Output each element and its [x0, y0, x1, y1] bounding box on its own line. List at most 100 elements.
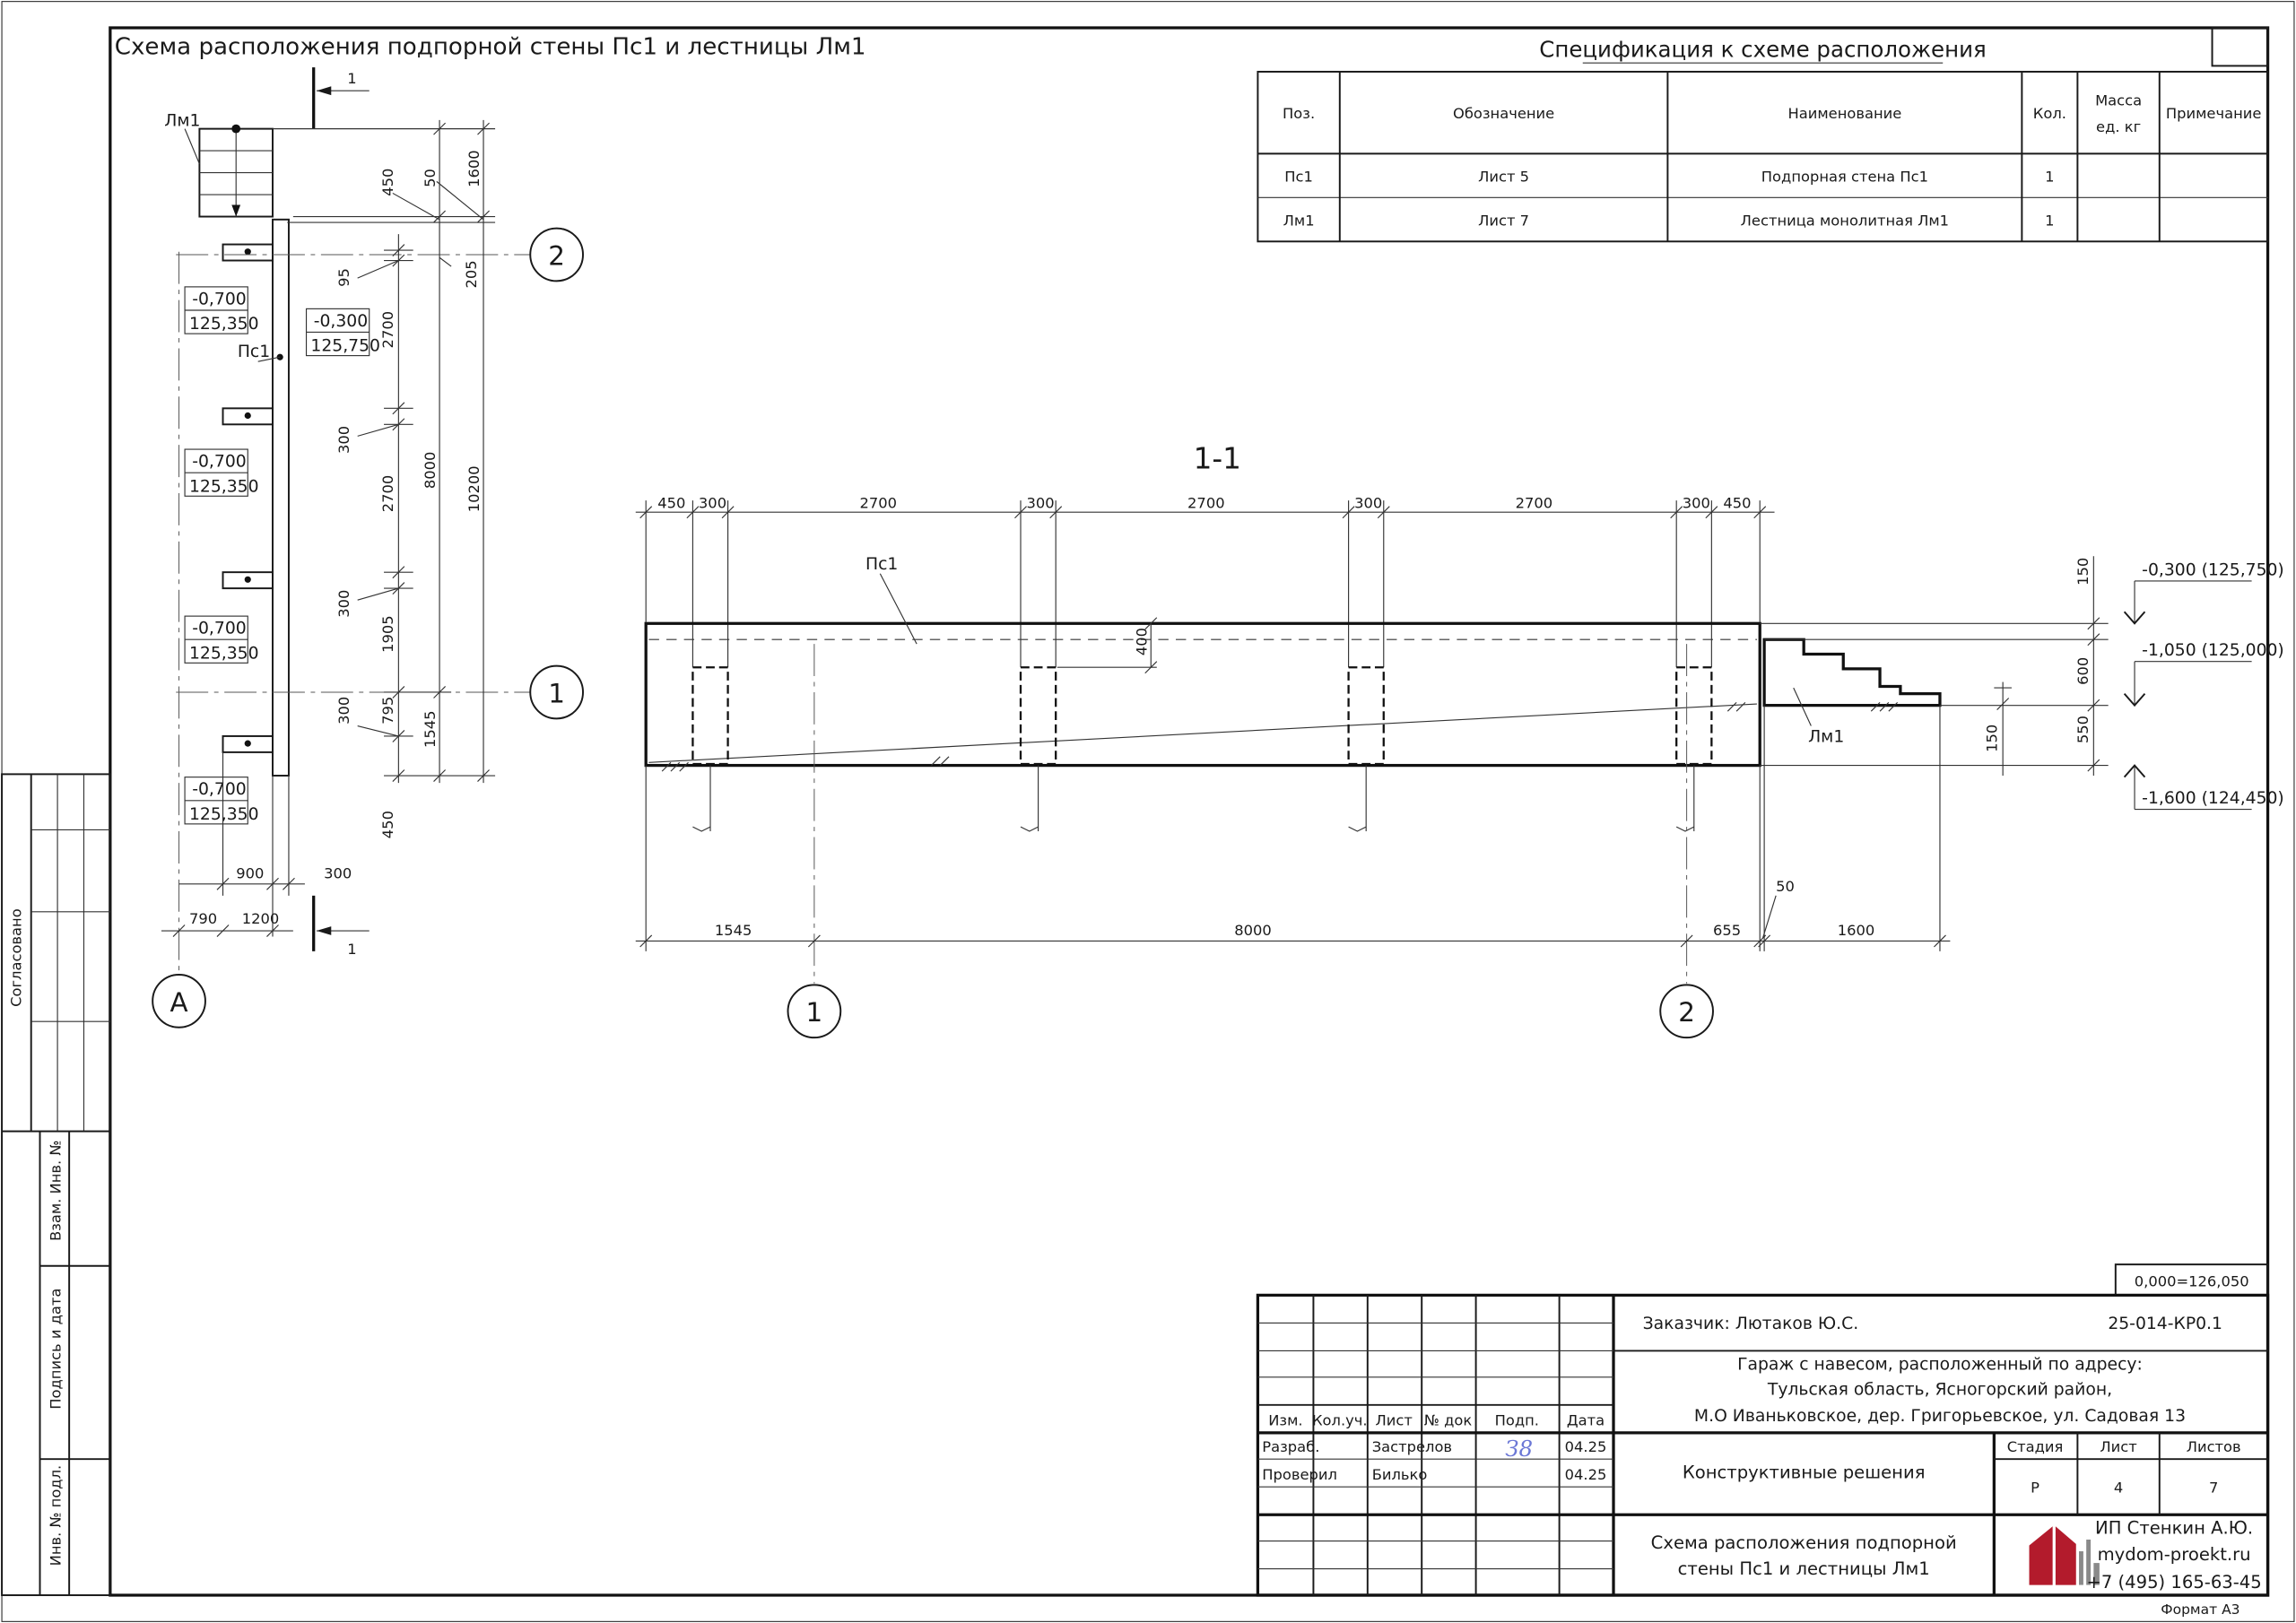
vzam-label: Взам. Инв. №: [47, 1141, 64, 1241]
plan-axis-1-label: 1: [548, 678, 565, 708]
sec-right-dim-150-stair: 150: [1984, 725, 2001, 752]
spec-row-2-name: Лестница монолитная Лм1: [1741, 212, 1949, 229]
section-axis-2-label: 2: [1678, 997, 1695, 1028]
plan-axis-2-bubble: [529, 227, 584, 282]
sec-bottom-dim-655: 655: [1713, 922, 1741, 939]
plan-dim-1545: 1545: [422, 710, 439, 748]
spec-header-note: Примечание: [2166, 105, 2262, 122]
elev-2b: 125,750: [310, 337, 380, 356]
tb-row1-role: Разраб.: [1262, 1438, 1319, 1455]
section-axis-1-label: 1: [806, 997, 823, 1028]
section-bottom-dims: 1545 8000 655 1600 50: [635, 878, 1951, 948]
spec-row-1-designation: Лист 5: [1478, 168, 1529, 185]
spec-header-name: Наименование: [1787, 105, 1901, 122]
section-mark-top-label: 1: [347, 70, 356, 87]
tb-company-line-2: mydom-proekt.ru: [2098, 1544, 2251, 1565]
tb-col-list: Лист: [1376, 1412, 1413, 1429]
plan-vertical-dims: 450 50 1600 205 95 2700 300 2700 300 190…: [273, 119, 496, 838]
tb-customer: Заказчик: Лютаков Ю.С.: [1643, 1315, 1859, 1333]
tb-row1-date: 04.25: [1565, 1438, 1607, 1455]
level-1: -0,300 (125,750): [2142, 560, 2284, 579]
plan-axes: 2 1 A: [152, 227, 584, 1028]
sec-bottom-dim-1545: 1545: [715, 922, 752, 939]
spec-title: Спецификация к схеме расположения: [1539, 37, 1986, 63]
left-approval-strip: Согласовано Взам. Инв. № Подпись и дата …: [1, 773, 111, 1596]
elev-4b: 125,350: [189, 644, 259, 663]
elev-3b: 125,350: [189, 477, 259, 496]
tb-col-izm: Изм.: [1268, 1412, 1302, 1429]
sec-right-dim-550: 550: [2074, 716, 2092, 743]
tb-row1-name: Застрелов: [1372, 1438, 1452, 1455]
elev-4a: -0,700: [192, 620, 246, 638]
tb-col-podp: Подп.: [1495, 1412, 1539, 1429]
plan-wall-label: Пс1: [238, 343, 270, 361]
level-3: -1,600 (124,450): [2142, 789, 2284, 808]
sign-date-label: Подпись и дата: [47, 1289, 64, 1410]
plan-dim-1600: 1600: [465, 150, 483, 187]
plan-dim-8000: 8000: [422, 452, 439, 490]
plan-dim-450-top: 450: [379, 169, 396, 196]
section-mark-bottom: 1: [312, 895, 370, 958]
spec-header-designation: Обозначение: [1453, 105, 1554, 122]
tb-col-ndok: № док: [1424, 1412, 1472, 1429]
plan-axis-2-label: 2: [548, 240, 565, 271]
spec-header-pos: Поз.: [1283, 105, 1315, 122]
sec-top-dim-8: 300: [1683, 494, 1710, 511]
tb-sheet-title-line-2: стены Пс1 и лестницы Лм1: [1678, 1558, 1930, 1579]
spec-header-qty: Кол.: [2033, 105, 2066, 122]
plan-dim-10200: 10200: [465, 465, 483, 512]
title-block: 0,000=126,050 Изм. Кол.уч. Лист № док По…: [1256, 1263, 2270, 1618]
sec-top-dim-5: 2700: [1187, 494, 1225, 511]
plan-horizontal-dims: 900 300 790 1200: [161, 751, 352, 937]
tb-code: 25-014-КР0.1: [2108, 1315, 2222, 1333]
sec-top-dim-6: 300: [1354, 494, 1382, 511]
plan-stair: Лм1: [164, 111, 274, 218]
tb-stage-label: Стадия: [2007, 1438, 2064, 1455]
spec-row-1-qty: 1: [2045, 168, 2054, 185]
tb-company-line-1: ИП Стенкин А.Ю.: [2095, 1517, 2253, 1538]
sec-top-dim-2: 300: [699, 494, 726, 511]
table-row: Лм1 Лист 7 Лестница монолитная Лм1 1: [1283, 212, 2055, 229]
section-mark-top: 1: [312, 67, 370, 129]
sec-bottom-dim-1600: 1600: [1838, 922, 1875, 939]
section-view: 1-1 450 300 2700 3: [635, 441, 2284, 1039]
tb-object-line-2: Тульская область, Ясногорский район,: [1767, 1380, 2112, 1399]
spec-row-2-qty: 1: [2045, 212, 2054, 229]
section-stair-label: Лм1: [1808, 727, 1844, 746]
sec-top-dim-3: 2700: [859, 494, 897, 511]
sec-top-dim-1: 450: [657, 494, 685, 511]
tb-row2-name: Билько: [1372, 1466, 1428, 1483]
plan-dim-790: 790: [189, 910, 217, 927]
plan-axis-1-bubble: [529, 664, 584, 720]
plan-stair-label: Лм1: [164, 111, 200, 130]
section-wall: Пс1 400: [644, 555, 1761, 772]
plan-dim-95: 95: [335, 268, 352, 287]
spec-header-mass-1: Масса: [2095, 92, 2142, 109]
plan-dim-795: 795: [379, 697, 396, 725]
tb-col-data: Дата: [1567, 1412, 1605, 1429]
plan-dim-1200: 1200: [242, 910, 280, 927]
elev-1b: 125,350: [189, 315, 259, 334]
elev-5a: -0,700: [192, 780, 246, 799]
spec-row-1-name: Подпорная стена Пс1: [1761, 168, 1928, 185]
spec-row-2-designation: Лист 7: [1478, 212, 1529, 229]
section-stair: Лм1: [1762, 638, 1942, 746]
elev-1a: -0,700: [192, 290, 246, 308]
tb-col-kol: Кол.уч.: [1312, 1412, 1368, 1429]
elev-3a: -0,700: [192, 453, 246, 472]
plan-axis-a-bubble: [152, 974, 206, 1028]
plan-dim-2700-a: 2700: [379, 311, 396, 349]
plan-view: 1 1 Лм1: [152, 67, 584, 1028]
plan-axis-a-label: A: [170, 987, 188, 1018]
drawing-title: Схема расположения подпорной стены Пс1 и…: [115, 33, 866, 60]
tb-company-line-3: +7 (495) 165-63-45: [2086, 1572, 2261, 1593]
elev-5b: 125,350: [189, 805, 259, 824]
plan-dim-300-b: 300: [335, 590, 352, 618]
tb-sheet-value: 4: [2114, 1480, 2123, 1497]
plan-dim-450-bottom: 450: [379, 811, 396, 838]
sec-top-dim-9: 450: [1723, 494, 1751, 511]
tb-sheet-title-line-1: Схема расположения подпорной: [1651, 1532, 1957, 1553]
tb-row1-signature: З8: [1505, 1436, 1533, 1462]
zero-level: 0,000=126,050: [2135, 1273, 2249, 1290]
